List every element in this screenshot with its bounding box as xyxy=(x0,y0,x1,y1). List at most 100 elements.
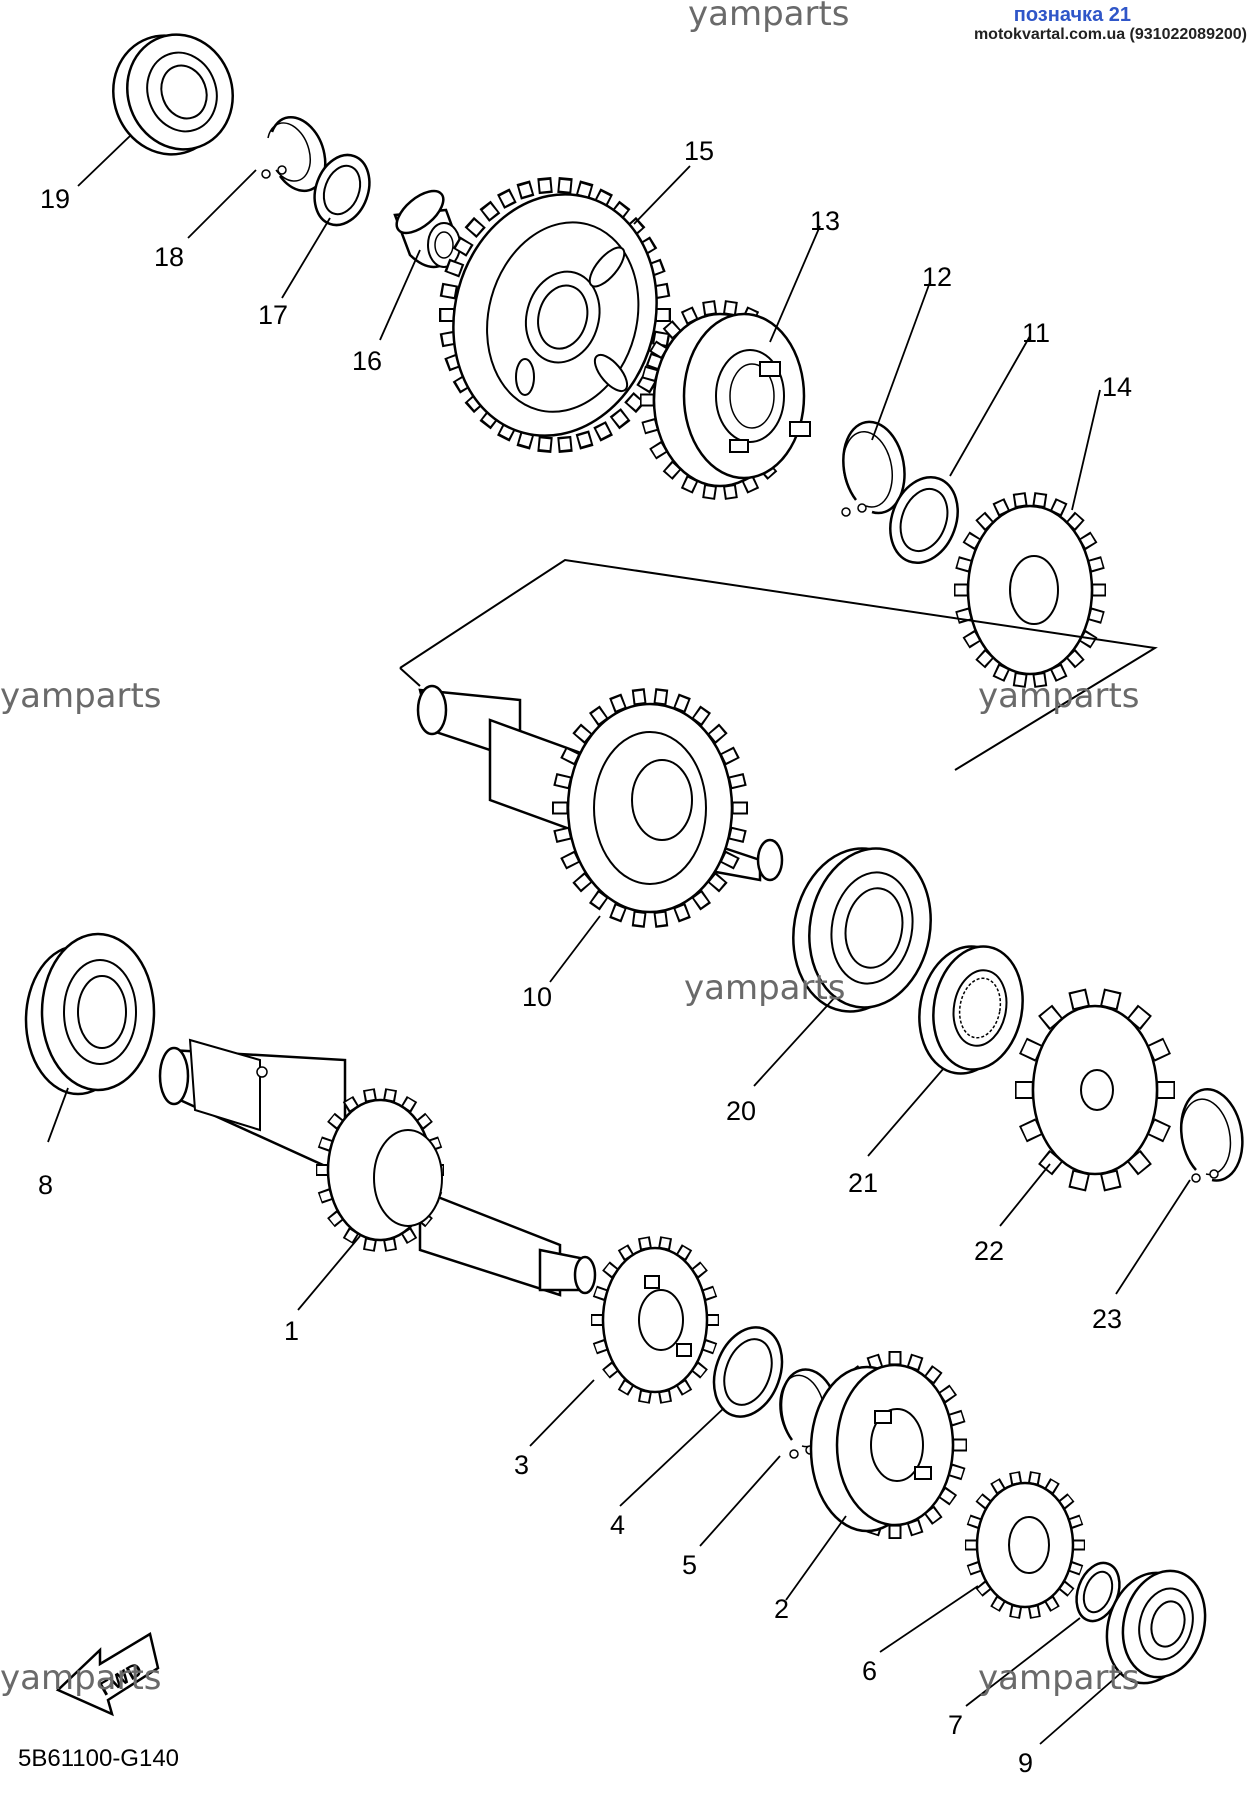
gear-tooth-fill xyxy=(519,433,532,447)
bearing-8[interactable] xyxy=(24,932,156,1096)
gear-tooth-fill xyxy=(319,1138,332,1150)
gear-tooth-fill xyxy=(992,1597,1004,1610)
gear-tooth-fill xyxy=(675,905,689,920)
diagram-code: 5B61100-G140 xyxy=(18,1745,180,1772)
sprocket-22[interactable] xyxy=(1015,988,1175,1192)
gear-tooth-fill xyxy=(1014,494,1026,506)
bearing-20[interactable] xyxy=(781,838,943,1021)
main-axle-1[interactable] xyxy=(158,1038,597,1297)
gear-tooth-fill xyxy=(722,749,738,763)
gear-tooth-fill xyxy=(1129,1152,1150,1173)
gear-tooth-fill xyxy=(709,726,725,742)
gear-tooth-fill xyxy=(725,302,736,314)
gear-tooth-fill xyxy=(1014,674,1026,686)
gear-tooth-fill xyxy=(345,1229,357,1242)
collar-16[interactable] xyxy=(390,183,462,269)
washer-4[interactable] xyxy=(702,1318,794,1426)
gear-tooth-fill xyxy=(909,1521,922,1535)
part-label-6: 6 xyxy=(862,1656,878,1686)
gear-tooth-fill xyxy=(743,477,757,492)
gear-tooth-fill xyxy=(1102,1171,1120,1190)
gear-tooth-fill xyxy=(693,708,709,724)
gear-tooth-fill xyxy=(995,500,1008,515)
gear-tooth-fill xyxy=(675,696,689,711)
gear-tooth-fill xyxy=(385,1090,395,1101)
circlip-18[interactable] xyxy=(261,115,327,193)
part-label-13: 13 xyxy=(810,206,841,236)
gear-tooth-fill xyxy=(1080,534,1095,548)
gear-tooth-fill xyxy=(665,322,680,337)
gear-tooth-fill xyxy=(683,308,697,323)
washer-17[interactable] xyxy=(305,147,378,232)
gear-tooth-fill xyxy=(655,912,667,926)
assembly-bracket-line xyxy=(399,667,421,687)
oil-seal-21[interactable] xyxy=(910,939,1033,1081)
washer-11[interactable] xyxy=(879,468,969,573)
gear-tooth-fill xyxy=(968,1516,981,1527)
gear-tooth-fill xyxy=(329,1115,342,1128)
gear-tooth-fill xyxy=(868,1355,881,1369)
gear-tooth-fill xyxy=(1046,1480,1058,1493)
gear-tooth-fill xyxy=(1102,990,1120,1009)
gear-tooth-fill xyxy=(703,1341,716,1352)
watermark: yamparts xyxy=(684,968,846,1008)
gear-tooth-fill xyxy=(643,420,657,432)
gear-tooth-fill xyxy=(660,1238,670,1249)
badge-title: позначка 21 xyxy=(1013,4,1131,26)
gear-tooth-fill xyxy=(1089,609,1103,622)
gear-tooth-fill xyxy=(1021,1120,1041,1140)
gear-tooth-fill xyxy=(627,395,643,410)
part-label-7: 7 xyxy=(948,1710,964,1740)
gear-15[interactable] xyxy=(427,171,683,458)
gear-tooth-fill xyxy=(957,609,971,622)
gear-tooth-fill xyxy=(1034,674,1046,686)
part-label-22: 22 xyxy=(974,1236,1005,1266)
gear-tooth-fill xyxy=(704,486,715,498)
gear-tooth-fill xyxy=(965,534,980,548)
gear-tooth-fill xyxy=(949,1412,964,1425)
gear-tooth-fill xyxy=(591,892,607,908)
gear-tooth-fill xyxy=(1070,1171,1088,1190)
part-label-21: 21 xyxy=(848,1168,879,1198)
gear-tooth-fill xyxy=(403,1229,415,1242)
gear-3[interactable] xyxy=(591,1236,719,1404)
circlip-23[interactable] xyxy=(1179,1088,1244,1183)
gear-tooth-fill xyxy=(559,179,571,192)
gear-tooth-fill xyxy=(1069,1516,1082,1527)
watermark: yamparts xyxy=(0,676,162,716)
main-axle-gear[interactable] xyxy=(316,1088,444,1252)
gear-tooth-fill xyxy=(965,632,980,646)
gear-tooth-fill xyxy=(1060,1582,1073,1595)
gear-10[interactable] xyxy=(552,688,748,928)
gear-tooth-fill xyxy=(467,220,483,235)
gear-tooth-fill xyxy=(678,1381,690,1394)
gear-tooth-fill xyxy=(633,690,645,704)
gear-tooth-fill xyxy=(499,191,514,206)
gear-tooth-fill xyxy=(977,1582,990,1595)
gear-tooth-fill xyxy=(1030,1606,1039,1618)
gear-tooth-fill xyxy=(559,438,571,451)
part-label-10: 10 xyxy=(522,982,553,1012)
gear-tooth-fill xyxy=(329,1212,342,1225)
gear-tooth-fill xyxy=(1089,558,1103,571)
gear-2[interactable] xyxy=(809,1351,967,1539)
gear-14[interactable] xyxy=(954,492,1106,688)
bearing-19[interactable] xyxy=(97,20,249,170)
gear-13[interactable] xyxy=(640,300,811,500)
watermark: yamparts xyxy=(0,1658,162,1698)
watermark: yamparts xyxy=(978,1658,1140,1698)
part-label-3: 3 xyxy=(514,1450,530,1480)
gear-tooth-fill xyxy=(611,696,625,711)
part-label-14: 14 xyxy=(1102,372,1133,402)
gear-tooth-fill xyxy=(926,1508,941,1523)
gear-6[interactable] xyxy=(965,1471,1085,1619)
gear-tooth-fill xyxy=(633,912,645,926)
bearing-9[interactable] xyxy=(1095,1561,1217,1692)
gear-tooth-fill xyxy=(995,665,1008,680)
gear-tooth-fill xyxy=(1068,514,1083,529)
gear-tooth-fill xyxy=(683,477,697,492)
part-label-18: 18 xyxy=(154,242,185,272)
gear-tooth-fill xyxy=(365,1090,375,1101)
gear-tooth-fill xyxy=(678,1246,690,1259)
